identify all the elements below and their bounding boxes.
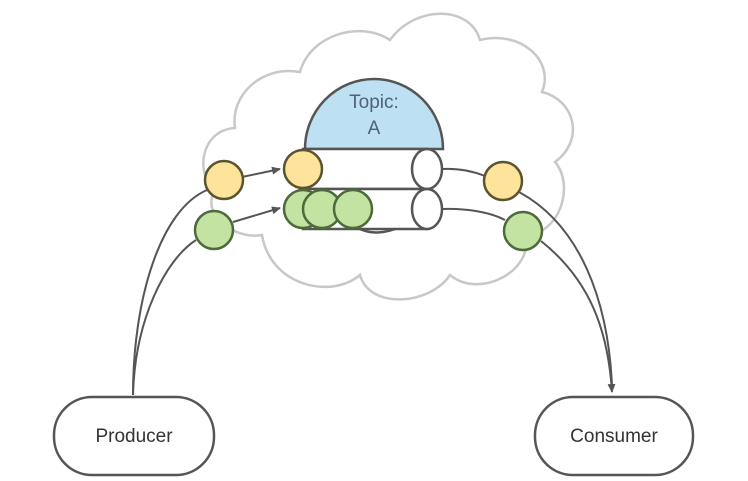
arrow-to-partition-1 (232, 206, 281, 223)
producer-link-yellow (132, 189, 208, 396)
message-green-stored-3 (332, 188, 374, 230)
topic-label-line2: A (368, 118, 381, 139)
consumer-path-green (540, 240, 616, 393)
producer-node[interactable]: Producer (52, 395, 216, 477)
message-green-producing (193, 209, 235, 251)
partition-0-end (410, 147, 444, 191)
consumer-label: Consumer (570, 426, 658, 447)
message-yellow-stored (282, 148, 324, 190)
producer-label: Producer (95, 426, 173, 447)
topic-dome (303, 77, 445, 151)
consumer-node[interactable]: Consumer (533, 395, 695, 477)
arrow-to-partition-0 (241, 166, 281, 178)
partition-1-end (410, 187, 444, 231)
producer-link-green (132, 239, 197, 396)
message-yellow-consuming (482, 160, 524, 202)
consumer-path-yellow (518, 191, 613, 386)
message-green-consuming (502, 210, 544, 252)
consumer-link-green (441, 207, 506, 221)
consumer-link-yellow (441, 167, 486, 177)
topic-label-line1: Topic: (349, 92, 399, 113)
message-yellow-producing (203, 159, 245, 201)
partition-0 (301, 147, 444, 191)
